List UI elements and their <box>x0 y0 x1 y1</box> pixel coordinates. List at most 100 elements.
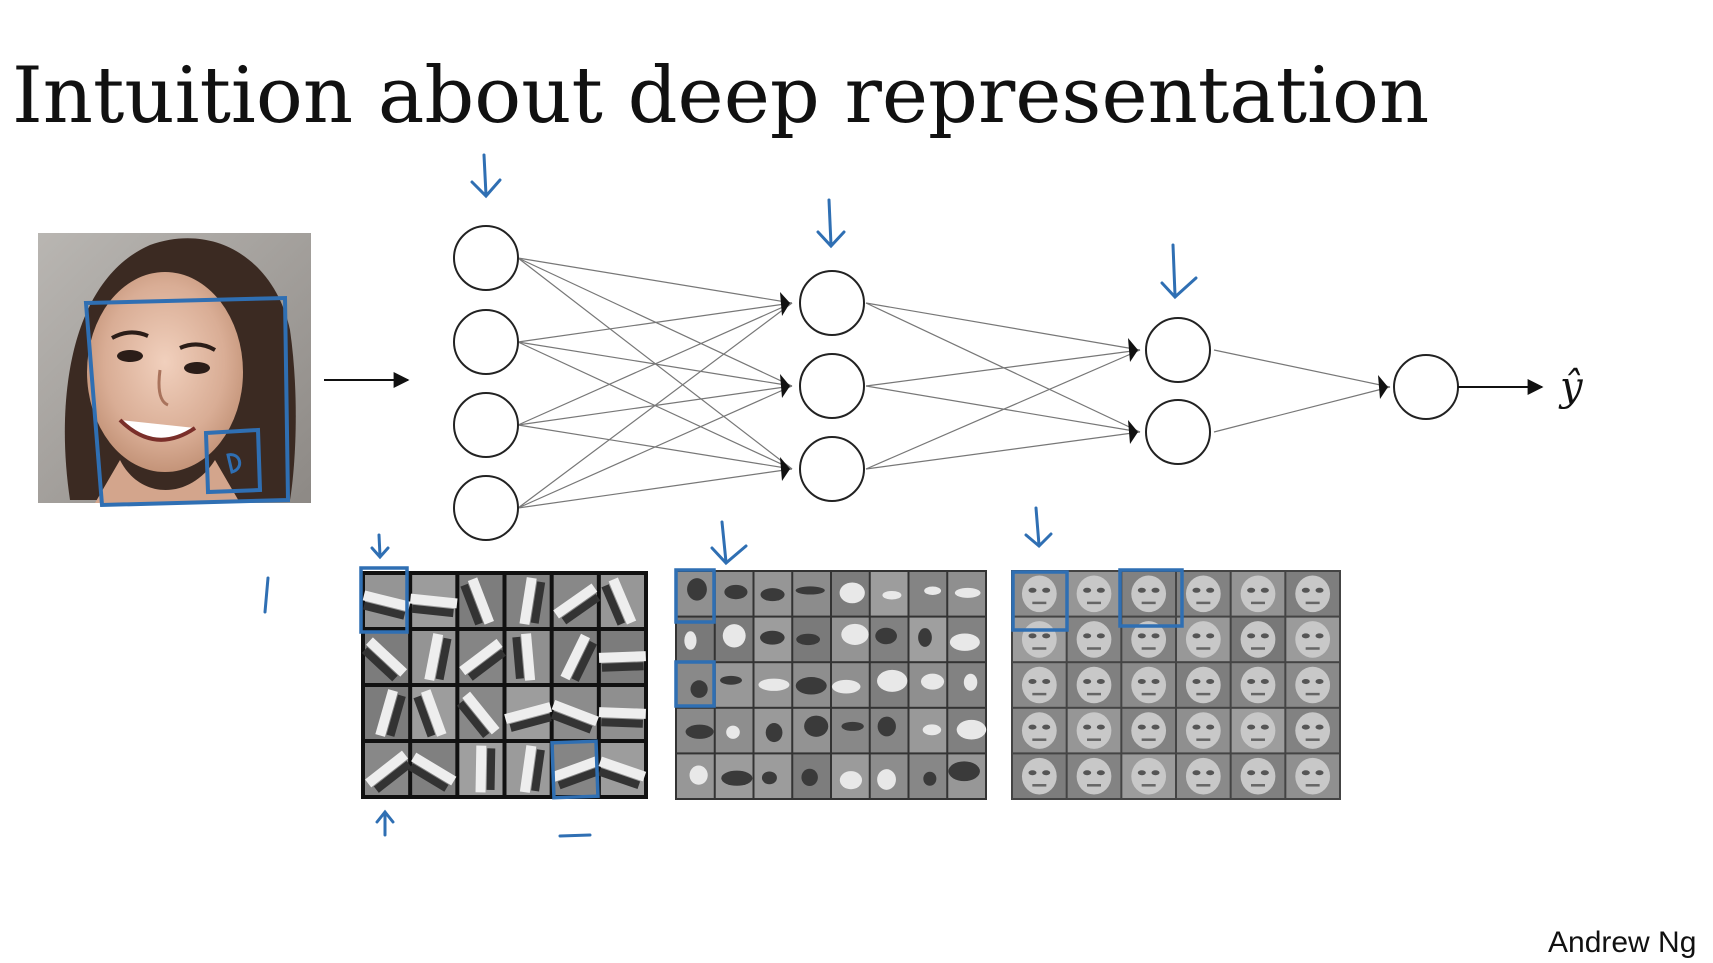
feature-tile <box>948 754 985 798</box>
neuron <box>453 225 519 291</box>
feature-tile <box>459 631 506 683</box>
feature-tile <box>715 617 753 662</box>
feature-tile <box>909 572 947 616</box>
feature-tile <box>793 708 830 753</box>
feature-tile <box>677 663 714 707</box>
feature-tile <box>506 575 550 627</box>
feature-tile <box>1177 754 1230 798</box>
feature-tile <box>870 754 908 798</box>
feature-tile <box>598 687 646 739</box>
feature-tile <box>754 617 792 662</box>
feature-tile <box>1231 663 1285 707</box>
neuron <box>453 392 519 458</box>
feature-tile <box>1067 708 1121 753</box>
feature-tile <box>677 572 714 616</box>
feature-tile <box>553 631 597 683</box>
feature-tile <box>506 743 550 795</box>
grid-frame <box>361 571 648 799</box>
feature-tile <box>409 575 458 627</box>
feature-tile <box>1122 708 1175 753</box>
feature-tile <box>870 663 908 707</box>
feature-tile <box>365 687 409 739</box>
feature-tile <box>553 575 601 627</box>
feature-tile <box>1177 708 1230 753</box>
feature-tile <box>1286 708 1339 753</box>
author-credit: Andrew Ng <box>1548 926 1696 959</box>
feature-tile <box>1286 572 1339 616</box>
feature-tile <box>598 631 646 683</box>
feature-grid-faces <box>1011 570 1341 800</box>
feature-tile <box>1122 754 1175 798</box>
feature-tile <box>1067 572 1121 616</box>
output-label: ŷ <box>1558 364 1584 410</box>
feature-tile <box>870 617 908 662</box>
feature-tile <box>754 572 792 616</box>
feature-grid-face-parts <box>675 570 987 800</box>
feature-tile <box>715 708 753 753</box>
feature-tile <box>1067 617 1121 662</box>
feature-tile <box>1177 572 1230 616</box>
feature-tile <box>1067 754 1121 798</box>
feature-tile <box>909 663 947 707</box>
feature-tile <box>1231 754 1285 798</box>
feature-tile <box>1231 617 1285 662</box>
feature-tile <box>754 754 792 798</box>
feature-tile <box>551 743 600 795</box>
network-edges <box>517 257 1391 509</box>
output-neuron <box>1393 354 1459 420</box>
feature-tile <box>412 687 456 739</box>
feature-tile <box>870 572 908 616</box>
feature-grid-edges <box>361 571 648 799</box>
feature-tile <box>1231 708 1285 753</box>
feature-tile <box>1122 663 1175 707</box>
neuron <box>453 309 519 375</box>
feature-tile <box>412 631 456 683</box>
feature-tile <box>832 754 869 798</box>
network-layer-2 <box>799 270 865 502</box>
feature-tile <box>459 743 503 795</box>
feature-tile <box>715 663 753 707</box>
neuron <box>1145 399 1211 465</box>
feature-tile <box>1177 617 1230 662</box>
feature-tile <box>715 572 753 616</box>
annotation-arrows <box>263 153 1198 838</box>
feature-tile <box>1122 617 1175 662</box>
feature-tile <box>456 687 503 739</box>
feature-tile <box>1177 663 1230 707</box>
feature-tile <box>793 617 830 662</box>
feature-tile <box>1067 663 1121 707</box>
neuron <box>799 270 865 336</box>
neuron <box>453 475 519 541</box>
feature-tile <box>1013 754 1066 798</box>
feature-tile <box>1122 572 1175 616</box>
feature-tile <box>1286 617 1339 662</box>
feature-tile <box>1013 663 1066 707</box>
feature-tile <box>600 575 644 627</box>
face-annotation-box <box>83 295 291 508</box>
network-output-layer <box>1393 354 1459 420</box>
feature-tile <box>504 687 552 739</box>
edge-arrowheads <box>780 292 1388 481</box>
feature-tile <box>598 743 647 795</box>
neuron <box>1145 317 1211 383</box>
feature-tile <box>831 663 869 707</box>
grid-highlight-boxes <box>359 566 1184 800</box>
face-photo-icon <box>38 233 311 503</box>
feature-tile <box>793 754 830 798</box>
feature-tile <box>1231 572 1285 616</box>
feature-tile <box>1013 708 1066 753</box>
feature-tile <box>948 572 985 616</box>
feature-tile <box>870 708 908 753</box>
feature-tile <box>909 617 947 662</box>
feature-tile <box>793 663 830 707</box>
network-layer-3 <box>1145 317 1211 465</box>
feature-tile <box>832 708 869 753</box>
network-layer-1 <box>453 225 519 541</box>
feature-tile <box>909 708 947 753</box>
feature-tile <box>754 708 792 753</box>
feature-tile <box>793 572 830 616</box>
feature-tile <box>948 663 985 707</box>
feature-tile <box>677 617 714 662</box>
feature-tile <box>1013 617 1066 662</box>
